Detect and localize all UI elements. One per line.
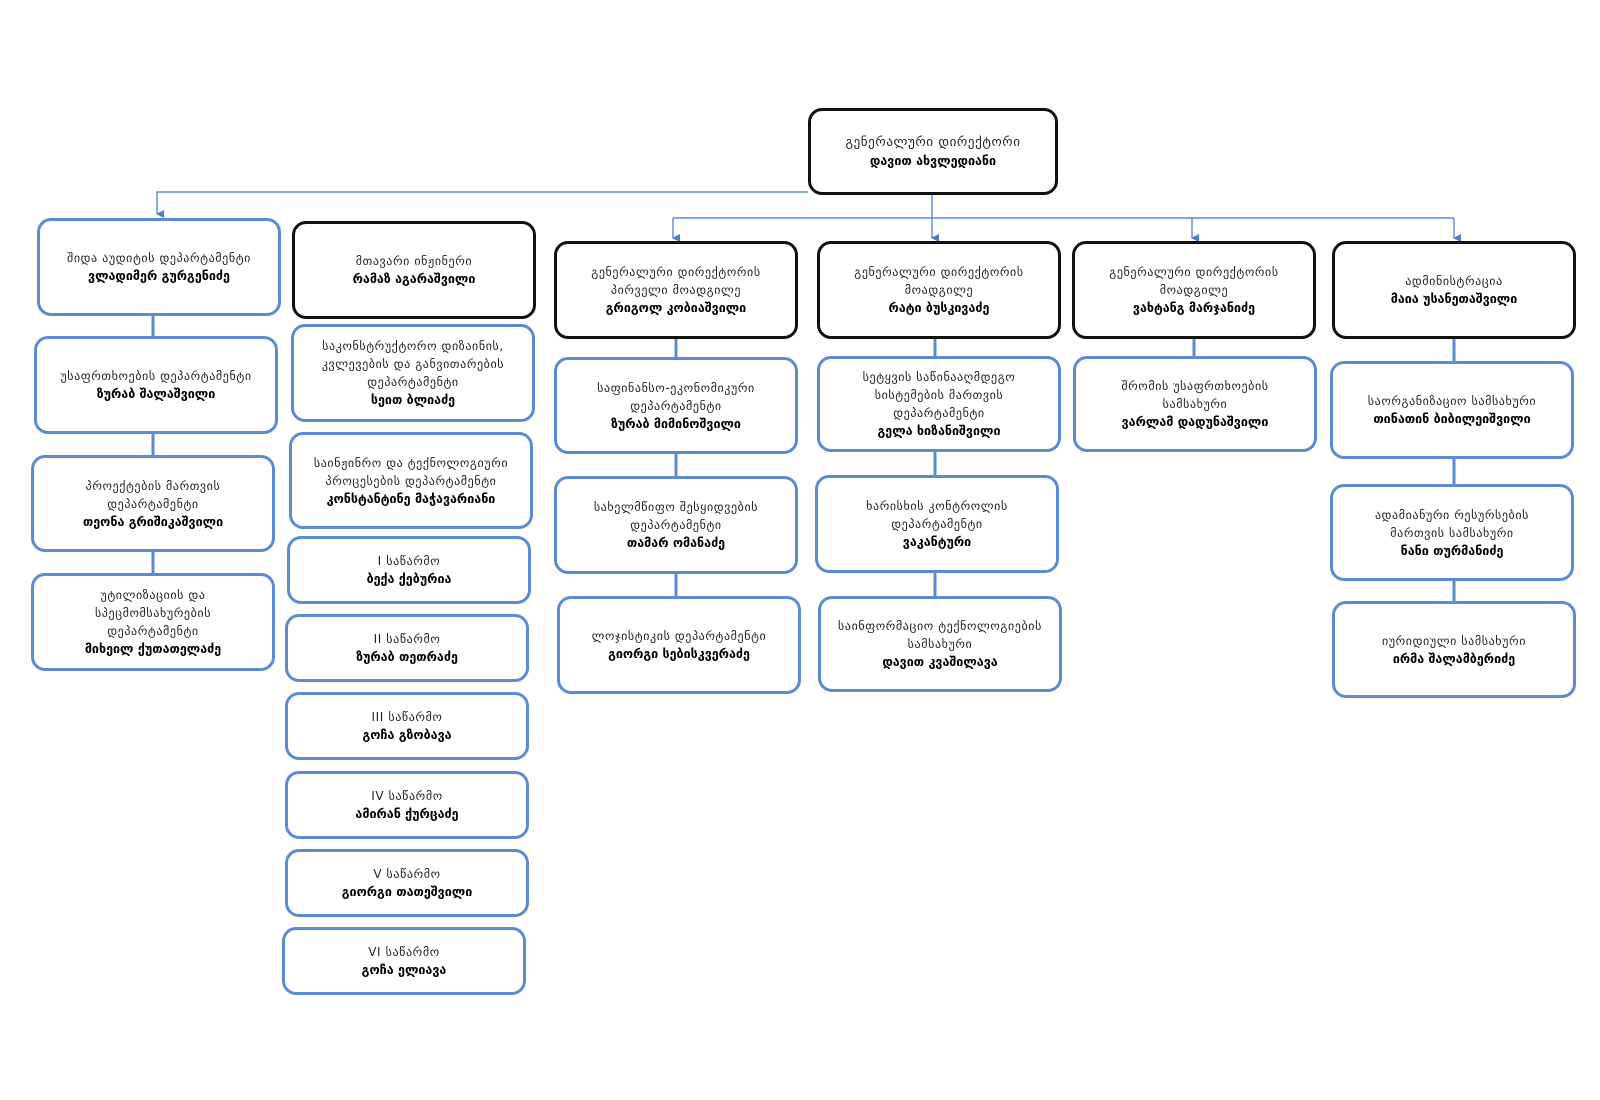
box-title: უტილიზაციის და სპეცმომსახურების დეპარტამ… [94,588,212,638]
box-title: საფინანსო-ეკონომიკური დეპარტამენტი [597,380,755,413]
box-name: ვაკანტური [902,534,972,549]
col6-box-1: საორგანიზაციო სამსახური თინათინ ბიბილეიშ… [1330,361,1574,459]
col4-box-1: სეტყვის საწინააღმდეგო სისტემების მართვის… [817,356,1061,452]
box-name: ვარლამ დადუნაშვილი [1121,414,1269,429]
box-name: გიორგი თათეშვილი [341,884,473,899]
box-name: ზურაბ მიმინოშვილი [611,415,741,431]
box-name: დავით ახვლედიანი [869,152,997,168]
box-name: კონსტანტინე მაჭავარიანი [326,490,496,506]
col2-box-4: II საწარმო ზურაბ თეთრაძე [285,614,529,682]
box-title: I საწარმო [377,554,441,568]
col2-box-8: VI საწარმო გოჩა ელიავა [282,927,526,995]
box-name: გოჩა ელიავა [361,962,447,977]
col2-box-3: I საწარმო ბექა ქებურია [287,536,531,604]
box-title: ადამიანური რესურსების მართვის სამსახური [1374,507,1530,540]
col2-box-7: V საწარმო გიორგი თათეშვილი [285,849,529,917]
box-title: შიდა აუდიტის დეპარტამენტი [67,251,251,265]
box-title: გენერალური დირექტორის მოადგილე [1109,265,1279,297]
box-name: ნანი თურმანიძე [1400,542,1504,558]
box-title: VI საწარმო [368,945,440,959]
box-name: თეონა გრიშიკაშვილი [82,513,224,529]
box-title: მთავარი ინჟინერი [355,254,473,268]
col1-box-3: პროექტების მართვის დეპარტამენტი თეონა გრ… [31,455,275,552]
box-name: ბექა ქებურია [366,571,452,586]
box-name: ზურაბ თეთრაძე [356,649,458,664]
box-name: გოჩა გზობავა [362,727,452,742]
box-name: მიხეილ ქუთათელაძე [84,641,222,656]
box-name: რატი ბუსკივაძე [888,300,990,315]
box-title: საორგანიზაციო სამსახური [1367,394,1537,408]
box-title: იურიდიული სამსახური [1381,633,1527,648]
box-title: IV საწარმო [371,789,443,803]
col5-box-1: შრომის უსაფრთხოების სამსახური ვარლამ დად… [1073,356,1317,452]
box-title: V საწარმო [373,867,441,881]
box-name: მაია უსანეთაშვილი [1390,291,1518,306]
box-title: სახელმწიფო შესყიდვების დეპარტამენტი [593,500,759,532]
col1-box-1: შიდა აუდიტის დეპარტამენტი ვლადიმერ გურგე… [37,218,281,316]
box-title: შრომის უსაფრთხოების სამსახური [1121,379,1269,411]
box-name: ვახტანგ მარჯანიძე [1132,300,1256,315]
box-name: ირმა შალამბერიძე [1392,650,1516,666]
box-name: გელა ხიზანიშვილი [877,423,1001,438]
box-title: ადმინისტრაცია [1405,274,1503,288]
box-title: ლოჯისტიკის დეპარტამენტი [591,629,767,643]
col4-box-3: საინფორმაციო ტექნოლოგიების სამსახური დავ… [818,596,1062,692]
box-name: გრიგოლ კობიაშვილი [605,300,747,315]
col1-box-2: უსაფრთხოების დეპარტამენტი ზურაბ შალაშვილ… [34,336,278,434]
general-director-box: გენერალური დირექტორი დავით ახვლედიანი [808,108,1058,195]
box-name: დავით კვაშილავა [882,654,998,669]
box-title: სეტყვის საწინააღმდეგო სისტემების მართვის… [862,370,1016,420]
connector-top-col1 [156,191,808,218]
box-title: უსაფრთხოების დეპარტამენტი [60,369,252,383]
box-title: საკონსტრუქტორო დიზაინის, კვლევების და გა… [321,339,505,389]
box-name: გიორგი სებისკვერაძე [608,646,750,661]
col5-head: გენერალური დირექტორის მოადგილე ვახტანგ მ… [1072,241,1316,339]
box-title: გენერალური დირექტორის მოადგილე [854,265,1024,297]
col3-box-2: სახელმწიფო შესყიდვების დეპარტამენტი თამა… [554,476,798,574]
box-name: სეით ბლიაძე [370,392,456,407]
col2-box-2: საინჟინრო და ტექნოლოგიური პროცესების დეპ… [289,432,533,529]
col6-box-3: იურიდიული სამსახური ირმა შალამბერიძე [1332,601,1576,698]
col3-head: გენერალური დირექტორის პირველი მოადგილე გ… [554,241,798,339]
box-name: ამირან ქურცაძე [355,806,459,821]
box-title: გენერალური დირექტორი [845,134,1021,150]
box-name: თამარ ომანაძე [626,535,726,550]
col6-head: ადმინისტრაცია მაია უსანეთაშვილი [1332,241,1576,339]
col3-box-3: ლოჯისტიკის დეპარტამენტი გიორგი სებისკვერ… [557,596,801,694]
col1-box-4: უტილიზაციის და სპეცმომსახურების დეპარტამ… [31,573,275,671]
box-name: ვლადიმერ გურგენიძე [88,268,230,283]
box-title: II საწარმო [373,632,441,646]
box-name: რამაზ აგარაშვილი [352,271,476,286]
col2-box-1: საკონსტრუქტორო დიზაინის, კვლევების და გა… [291,324,535,422]
box-title: III საწარმო [371,710,443,724]
box-name: ზურაბ შალაშვილი [96,386,216,401]
col4-box-2: ხარისხის კონტროლის დეპარტამენტი ვაკანტურ… [815,475,1059,573]
box-title: ხარისხის კონტროლის დეპარტამენტი [866,499,1008,531]
box-title: პროექტების მართვის დეპარტამენტი [85,478,221,511]
box-name: თინათინ ბიბილეიშვილი [1373,411,1531,426]
col2-box-5: III საწარმო გოჩა გზობავა [285,692,529,760]
box-title: საინჟინრო და ტექნოლოგიური პროცესების დეპ… [313,455,509,488]
col4-head: გენერალური დირექტორის მოადგილე რატი ბუსკ… [817,241,1061,339]
col3-box-1: საფინანსო-ეკონომიკური დეპარტამენტი ზურაბ… [554,357,798,454]
box-title: საინფორმაციო ტექნოლოგიების სამსახური [838,619,1042,651]
col2-box-6: IV საწარმო ამირან ქურცაძე [285,771,529,839]
box-title: გენერალური დირექტორის პირველი მოადგილე [591,265,761,297]
col2-head: მთავარი ინჟინერი რამაზ აგარაშვილი [292,221,536,319]
col6-box-2: ადამიანური რესურსების მართვის სამსახური … [1330,484,1574,581]
